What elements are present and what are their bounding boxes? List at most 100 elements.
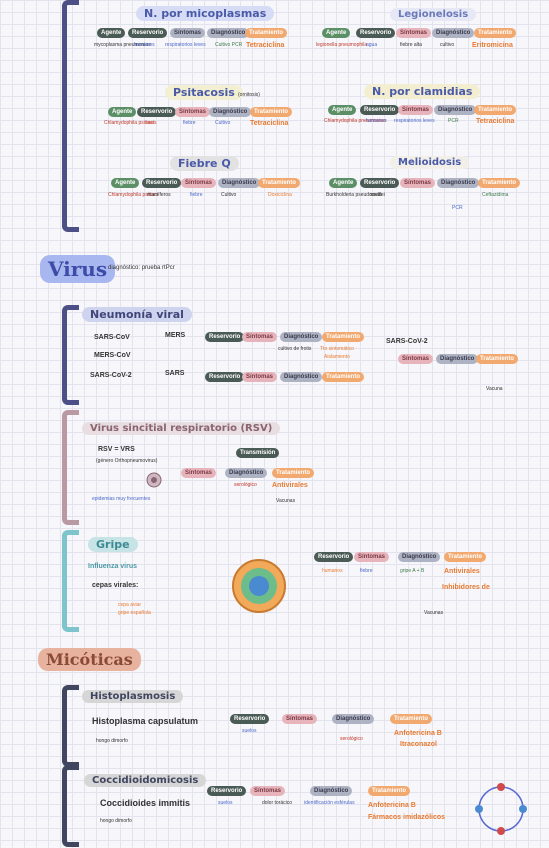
mers-label: MERS-CoV — [94, 352, 131, 359]
neumonia-bracket — [62, 305, 79, 405]
reservorio-tag: Reservorio — [205, 372, 245, 382]
psitacosis-title: Psitacosis — [165, 85, 243, 100]
diagnostico-tag: Diagnóstico — [332, 714, 375, 724]
reservorio-tag: Reservorio — [230, 714, 270, 724]
agent-name: legionella pneumophila — [316, 42, 368, 48]
rsv-genero: (género Orthopneumovirus) — [96, 458, 158, 464]
reservorio-value: aves — [146, 120, 157, 126]
transmision-tag: Transmisión — [236, 448, 280, 458]
epidemias-text: epidemias muy frecuentes — [92, 496, 151, 502]
tratamiento-value: Eritromicina — [472, 42, 513, 49]
sintomas-value: fiebre — [190, 192, 203, 198]
cepas-text: cepas virales: — [92, 582, 139, 589]
reservorio-value: suelo — [370, 192, 382, 198]
diagnostico-tag: Diagnóstico — [398, 552, 441, 562]
hongo-text: hongo dimorfo — [96, 738, 128, 744]
agent-name: Chlamydophila pneumoniae — [324, 118, 386, 124]
sintomas-value: respiratorios leves — [165, 42, 206, 48]
diagnostico-value: serológico — [234, 482, 257, 488]
diagnostico-tag: Diagnóstico — [432, 28, 475, 38]
virus-title: Virus — [40, 255, 116, 283]
tratamiento-value: Tto sintomático — [320, 346, 354, 352]
diagnostico-tag: Diagnóstico — [280, 372, 323, 382]
vacuna-text: Vacunas — [424, 610, 444, 616]
diagnostico-value: PCR — [448, 118, 459, 124]
rsv-title: Virus sincitial respiratorio (RSV) — [82, 422, 281, 435]
diagnostico-tag: Diagnóstico — [310, 786, 353, 796]
tratamiento-value: Ceftazidima — [482, 192, 509, 198]
histo-title: Histoplasmosis — [82, 690, 184, 703]
agente-tag: Agente — [108, 107, 137, 117]
diagnostico-tag: Diagnóstico — [225, 468, 268, 478]
gripe-bracket — [62, 530, 79, 632]
diagnostico-value: PCR — [452, 205, 463, 211]
sintomas-tag: Síntomas — [398, 354, 434, 364]
fungal-lifecycle-icon — [475, 783, 527, 835]
agente-tag: Agente — [329, 178, 358, 188]
aislamiento-text: Aislamiento — [324, 354, 350, 360]
diagnostico-tag: Diagnóstico — [436, 354, 479, 364]
diagnostico-tag: Diagnóstico — [437, 178, 480, 188]
diagnostico-tag: Diagnóstico — [434, 105, 477, 115]
sars-label: SARS-CoV — [94, 334, 130, 341]
tratamiento-value: Antivirales — [272, 482, 308, 489]
psitacosis-sub: (ornitosis) — [238, 92, 260, 98]
vacuna-text: Vacunas — [276, 498, 296, 504]
diagnostico-value: serológico — [340, 736, 363, 742]
gripe-title: Gripe — [88, 537, 138, 552]
tratamiento-tag: Tratamiento — [474, 105, 517, 115]
mers-header: MERS — [165, 332, 186, 339]
cocci-bracket — [62, 765, 79, 847]
agente-tag: Agente — [111, 178, 140, 188]
agente-tag: Agente — [328, 105, 357, 115]
sintomas-tag: Síntomas — [175, 107, 211, 117]
tratamiento-value: Tetraciclina — [476, 118, 515, 125]
fiebreq-title: Fiebre Q — [170, 156, 239, 171]
diagnostico-tag: Diagnóstico — [218, 178, 261, 188]
tratamiento-tag: Tratamiento — [474, 28, 517, 38]
sintomas-value: dolor torácico — [262, 800, 293, 806]
diagnostico-value: identificación esférulas — [304, 800, 355, 806]
sintomas-tag: Síntomas — [242, 332, 278, 342]
tratamiento-value: Tetraciclina — [250, 120, 289, 127]
reservorio-tag: Reservorio — [360, 105, 400, 115]
agent-name: Chlamydophila psittaci — [108, 192, 159, 198]
sintomas-value: fiebre — [360, 568, 373, 574]
reservorio-tag: Reservorio — [314, 552, 354, 562]
diagnostico-value: cultivo de frotis — [278, 346, 312, 352]
tratamiento-tag: Tratamiento — [272, 468, 315, 478]
reservorio-value: suelos — [218, 800, 233, 806]
sintomas-tag: Síntomas — [181, 178, 217, 188]
diagnostico-value: cultivo — [440, 42, 455, 48]
tratamiento-tag: Tratamiento — [250, 107, 293, 117]
sintomas-value: fiebre alta — [400, 42, 422, 48]
rsv-virus-icon — [146, 472, 162, 488]
melioidosis-title: Melioidosis — [390, 156, 470, 169]
hongo-text: hongo dimorfo — [100, 818, 132, 824]
reservorio-value: humanos — [322, 568, 343, 574]
sintomas-tag: Síntomas — [354, 552, 390, 562]
micoplasmas-title: N. por micoplasmas — [136, 6, 275, 21]
histo-bracket — [62, 685, 79, 767]
clamidias-title: N. por clamidias — [364, 84, 481, 99]
agente-tag: Agente — [322, 28, 351, 38]
agente-tag: Agente — [97, 28, 126, 38]
agent-name: Burkholderia pseudomallei — [326, 192, 385, 198]
sintomas-tag: Síntomas — [396, 28, 432, 38]
tratamiento-tag: Tratamiento — [245, 28, 288, 38]
tratamiento-value: Anfotericina B — [368, 802, 416, 809]
cepa-aviar-text: cepa aviar — [118, 602, 142, 608]
cocci-title: Coccidioidomicosis — [84, 774, 207, 787]
reservorio-tag: Reservorio — [360, 178, 400, 188]
reservorio-value: mamíferos — [147, 192, 171, 198]
sintomas-tag: Síntomas — [250, 786, 286, 796]
cepa-espanola-text: gripe española — [118, 610, 151, 616]
sintomas-tag: Síntomas — [170, 28, 206, 38]
tratamiento-value: Doxiciclina — [268, 192, 292, 198]
tratamiento-tag: Tratamiento — [322, 372, 365, 382]
rsv-bracket — [62, 410, 79, 525]
diagnostico-value: Cultivo — [215, 120, 231, 126]
diagnostico-tag: Diagnóstico — [280, 332, 323, 342]
sintomas-tag: Síntomas — [400, 178, 436, 188]
sintomas-tag: Síntomas — [398, 105, 434, 115]
